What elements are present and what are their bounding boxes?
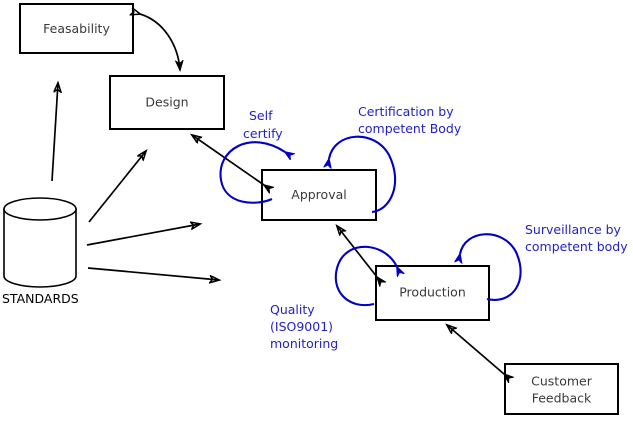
node-customer-feedback[interactable]: Customer Feedback [504, 363, 619, 415]
standards-cylinder-top [3, 197, 77, 221]
edge-standards-feasability [51, 83, 58, 182]
annotation-surveillance: Surveillance by competent body [525, 222, 628, 254]
standards-label: STANDARDS [2, 291, 79, 306]
node-standards[interactable]: STANDARDS [2, 197, 79, 306]
node-feasability[interactable]: Feasability [19, 3, 134, 54]
design-label: Design [145, 95, 188, 110]
loop-production-surveillance [460, 233, 522, 301]
edge-approval-design [192, 135, 264, 185]
approval-label: Approval [291, 187, 346, 202]
annotation-self-certify-line2: certify [243, 126, 283, 141]
loop-production-quality [334, 245, 397, 307]
annotation-certification-line1: Certification by [358, 104, 454, 119]
customer-feedback-label-line2: Feedback [532, 391, 592, 406]
edge-standards-production [87, 267, 219, 280]
feasability-label: Feasability [43, 21, 110, 36]
production-box [375, 265, 490, 321]
annotation-quality-line2: (ISO9001) [270, 319, 333, 334]
annotation-surveillance-line1: Surveillance by [525, 222, 622, 237]
customer-feedback-label-line1: Customer [531, 374, 593, 389]
edge-standards-design [88, 151, 146, 223]
loop-approval-certification [329, 135, 397, 214]
annotation-self-certify: Self certify [243, 108, 283, 141]
design-box [109, 75, 225, 130]
annotation-certification-line2: competent Body [358, 121, 462, 136]
loop-approval-self-certify [219, 141, 285, 204]
annotation-surveillance-line2: competent body [525, 239, 628, 254]
approval-box [261, 169, 377, 221]
production-label: Production [399, 285, 466, 300]
annotation-quality-line1: Quality [270, 302, 315, 317]
customer-feedback-box [504, 363, 619, 415]
node-production[interactable]: Production [375, 265, 490, 321]
annotation-certification: Certification by competent Body [358, 104, 462, 136]
annotation-quality: Quality (ISO9001) monitoring [270, 302, 338, 351]
edge-customerfeedback-production [447, 325, 504, 374]
edge-feasability-design [140, 14, 180, 70]
node-approval[interactable]: Approval [261, 169, 377, 221]
edge-production-approval [337, 226, 377, 277]
annotation-self-certify-line1: Self [249, 108, 273, 123]
edge-standards-approval [86, 224, 200, 246]
standards-cylinder-body [3, 208, 77, 288]
annotation-quality-line3: monitoring [270, 336, 338, 351]
node-design[interactable]: Design [109, 75, 225, 130]
